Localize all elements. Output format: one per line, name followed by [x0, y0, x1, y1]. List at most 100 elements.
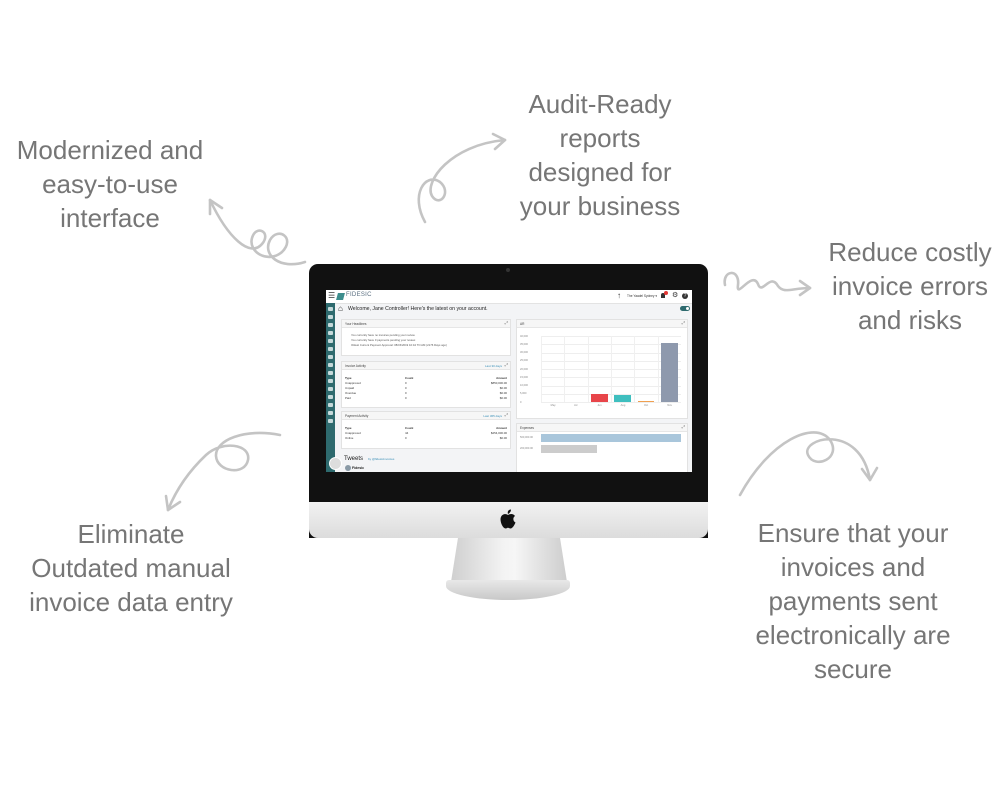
monitor-stand-base: [446, 580, 570, 600]
app-logo[interactable]: FIDESIC: [346, 292, 372, 298]
avatar[interactable]: [329, 457, 342, 470]
gridline-vertical: [657, 336, 659, 402]
camera-icon: [506, 268, 510, 272]
callout-reports: Audit-Ready reports designed for your bu…: [519, 89, 681, 221]
sidebar-item-team[interactable]: [328, 331, 333, 335]
curved-arrow-icon-reports: [417, 132, 507, 224]
welcome-heading: Welcome, Jane Controller! Here's the lat…: [348, 306, 488, 312]
bar-aug[interactable]: [614, 394, 632, 402]
gridline-vertical: [587, 336, 589, 402]
tweet-avatar: [345, 465, 351, 471]
loop-arrow-icon-manual: [164, 431, 282, 512]
y-tick-label: 0: [520, 400, 522, 404]
y-tick-label: 5,000: [520, 392, 527, 396]
sidebar-item-cash[interactable]: [328, 395, 333, 399]
bar-nov[interactable]: [660, 342, 678, 402]
table-row[interactable]: Overdue 0 $0.00: [345, 391, 507, 395]
gridline-vertical: [564, 336, 566, 402]
sidebar-item-orders[interactable]: [328, 411, 333, 415]
sidebar-item-payments[interactable]: [328, 347, 333, 351]
table-header: Type Count Amount: [345, 376, 507, 380]
y-tick-label: 200,000.00: [520, 447, 533, 450]
table-row[interactable]: Online 0 $0.00: [345, 436, 507, 440]
headline-item: You currently have no invoices pending y…: [351, 333, 416, 337]
expand-icon[interactable]: ⤢: [504, 320, 508, 325]
sidebar-item-invoices[interactable]: [328, 363, 333, 367]
tweet-user[interactable]: Fidesic: [352, 466, 365, 470]
app-topbar: ☰ FIDESIC ↑ The Yaadel Sydney ▾ ⚙ ?: [326, 290, 692, 304]
gridline-vertical: [634, 336, 636, 402]
y-tick-label: 30,000: [520, 351, 528, 354]
y-tick-label: 40,000: [520, 334, 528, 338]
invoice-activity-panel: Invoice Activity Last 30 days ⤢ Type Cou…: [341, 361, 511, 408]
headlines-panel: Your Headlines ⤢ You currently have no i…: [341, 319, 511, 356]
tweets-heading: Tweets: [344, 456, 364, 462]
x-tick-label: Oct: [644, 404, 649, 407]
table-row[interactable]: Unapproved 0 $850,000.00: [345, 381, 507, 385]
sidebar-item-settings[interactable]: [328, 315, 333, 319]
bell-icon[interactable]: [661, 293, 665, 298]
expand-icon[interactable]: ⤢: [681, 424, 685, 429]
sidebar-item-tools[interactable]: [328, 419, 333, 423]
x-tick-label: Nov: [667, 404, 672, 407]
x-tick-label: Jul: [574, 404, 578, 407]
apple-logo-icon: [500, 509, 516, 529]
table-row[interactable]: Paid 0 $0.00: [345, 396, 507, 400]
payment-activity-panel: Payment Activity Last 365 days ⤢ Type Co…: [341, 411, 511, 449]
gear-icon[interactable]: ⚙: [672, 292, 679, 299]
user-menu[interactable]: The Yaadel Sydney ▾: [627, 294, 658, 298]
x-tick-label: Aug: [620, 404, 626, 407]
app-screen: ☰ FIDESIC ↑ The Yaadel Sydney ▾ ⚙ ? ⌂ We…: [326, 290, 692, 472]
callout-errors: Reduce costly invoice errors and risks: [828, 237, 992, 335]
gridline-vertical: [611, 336, 612, 402]
sidebar-item-documents[interactable]: [328, 339, 333, 343]
x-tick-label: May: [550, 404, 556, 407]
expand-icon[interactable]: ⤢: [504, 362, 508, 367]
date-range-link[interactable]: Last 30 days: [484, 363, 502, 368]
table-row[interactable]: Unapproved 44 $254,000.00: [345, 431, 507, 435]
y-tick-label: 25,000: [520, 359, 528, 363]
bar-oct[interactable]: [637, 401, 655, 402]
sidebar-item-files[interactable]: [328, 371, 333, 375]
sidebar-item-users[interactable]: [328, 323, 333, 327]
loop-arrow-icon-secure: [738, 431, 879, 497]
upload-arrow-icon[interactable]: ↑: [617, 291, 621, 300]
app-sidebar: [326, 303, 342, 472]
expand-icon[interactable]: ⤢: [681, 320, 685, 325]
table-row[interactable]: Unpaid 0 $0.00: [345, 386, 507, 390]
panel-title: Expenses: [520, 425, 534, 430]
expense-bar[interactable]: [541, 445, 597, 453]
hamburger-menu-icon[interactable]: ☰: [328, 291, 336, 300]
sidebar-item-mail[interactable]: [328, 379, 333, 383]
panel-title: Your Headlines: [345, 321, 367, 326]
home-icon[interactable]: ⌂: [338, 304, 343, 313]
x-tick-label: Jun: [597, 404, 602, 407]
expense-bar[interactable]: [541, 434, 681, 442]
squiggle-arrow-icon-errors: [723, 271, 812, 297]
tweets-handle-link[interactable]: by @fidesicinvoices: [368, 457, 395, 461]
help-icon[interactable]: ?: [682, 293, 688, 299]
table-header: Type Count Amount: [345, 426, 507, 430]
panel-title: Payment Activity: [345, 413, 369, 418]
bar-jun[interactable]: [590, 393, 608, 402]
date-range-link[interactable]: Last 365 days: [483, 413, 502, 418]
gridline: [541, 402, 681, 403]
y-tick-label: 35,000: [520, 342, 528, 346]
sidebar-item-reports[interactable]: [328, 387, 333, 391]
headline-item: You currently have 0 payments pending yo…: [351, 338, 416, 342]
callout-secure: Ensure that your invoices and payments s…: [755, 518, 951, 684]
sidebar-item-cart[interactable]: [328, 355, 333, 359]
loop-arrow-icon-interface: [208, 198, 307, 266]
y-tick-label: 20,000: [520, 367, 528, 371]
view-toggle[interactable]: [680, 306, 690, 311]
sidebar-item-approvals[interactable]: [328, 403, 333, 407]
monitor-stand-neck: [451, 538, 567, 582]
callout-manual: Eliminate Outdated manual invoice data e…: [29, 519, 233, 617]
y-tick-label: 15,000: [520, 375, 528, 379]
expand-icon[interactable]: ⤢: [504, 412, 508, 417]
sidebar-item-home[interactable]: [328, 307, 333, 311]
